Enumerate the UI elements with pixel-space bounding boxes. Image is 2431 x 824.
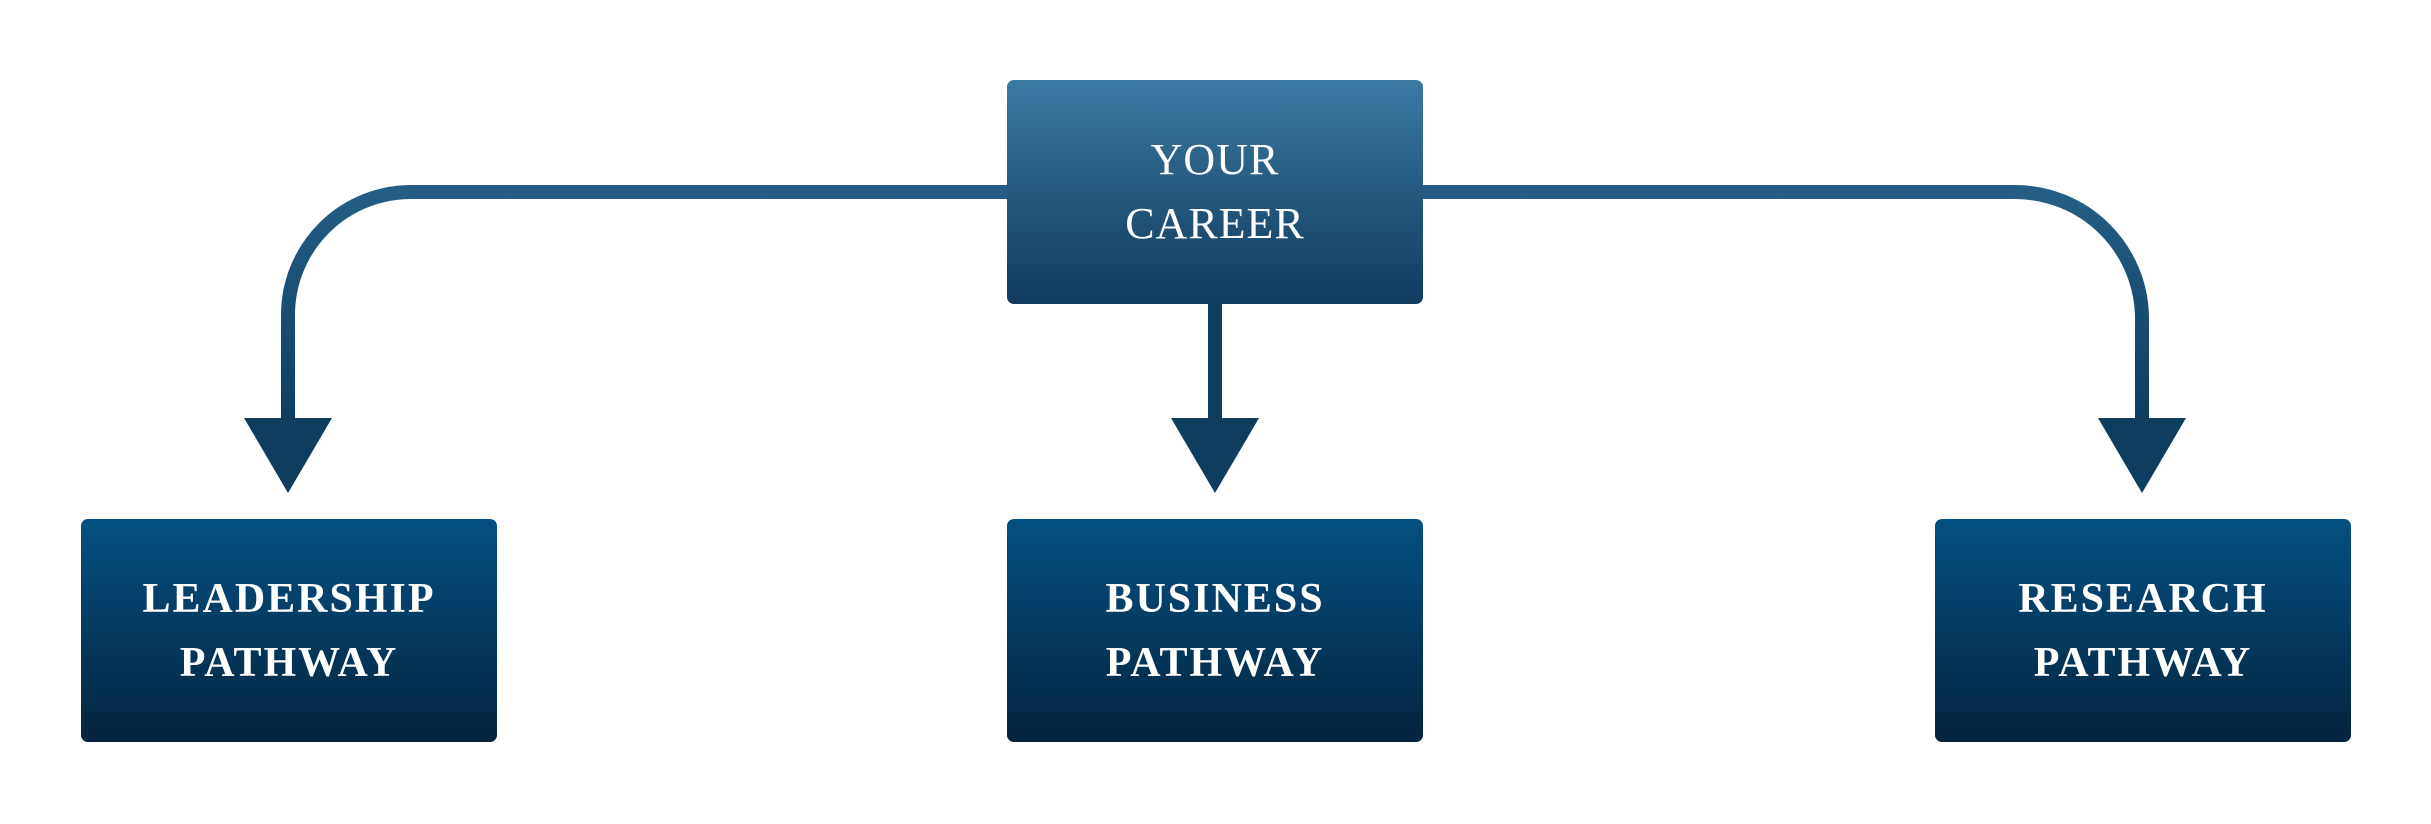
- arrow-down-icon: [1171, 418, 1259, 493]
- arrow-down-icon: [2098, 418, 2186, 493]
- root-line2: CAREER: [1125, 199, 1305, 248]
- business-pathway-box: BUSINESS PATHWAY: [1007, 519, 1423, 742]
- pathway-line1: RESEARCH: [2018, 575, 2268, 622]
- pathway-line1: LEADERSHIP: [142, 575, 436, 622]
- pathway-line2: PATHWAY: [1105, 639, 1325, 686]
- research-pathway-box: RESEARCH PATHWAY: [1935, 519, 2351, 742]
- pathway-line2: PATHWAY: [2033, 639, 2253, 686]
- pathway-line1: BUSINESS: [1105, 575, 1325, 622]
- connector-right: [1420, 185, 2149, 420]
- root-line1: YOUR: [1150, 135, 1280, 184]
- pathway-line2: PATHWAY: [179, 639, 399, 686]
- arrow-down-icon: [244, 418, 332, 493]
- leadership-pathway-box: LEADERSHIP PATHWAY: [81, 519, 497, 742]
- your-career-box: YOUR CAREER: [1007, 80, 1423, 304]
- connector-left: [281, 185, 1010, 420]
